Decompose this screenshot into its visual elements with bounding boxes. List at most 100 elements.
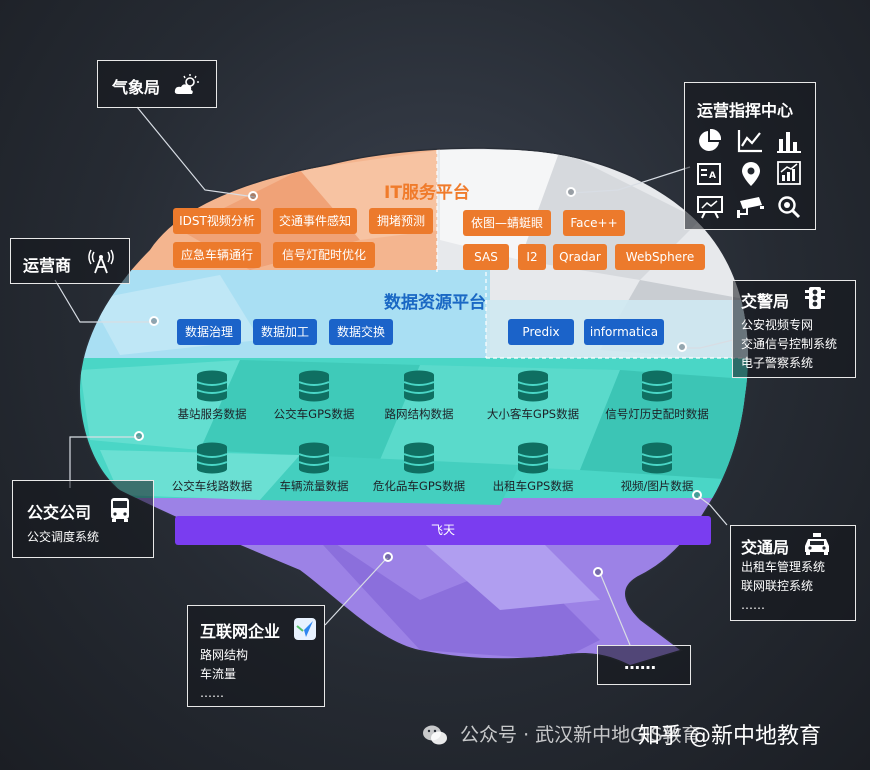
map-app-icon <box>294 618 316 640</box>
callout-line: 电子警察系统 <box>741 356 814 370</box>
connector-operator <box>54 279 155 323</box>
connection-node <box>692 490 702 500</box>
database-item: 公交车线路数据 <box>152 442 272 494</box>
it-item: Face++ <box>563 210 625 236</box>
facet <box>300 520 600 660</box>
data-platform-item: 数据加工 <box>253 319 317 345</box>
database-label: 信号灯历史配时数据 <box>605 407 709 421</box>
watermark-wechat: 公众号 · 武汉新中地GIS教育 <box>460 724 701 746</box>
watermark: 公众号 · 武汉新中地GIS教育 <box>422 720 701 747</box>
database-item: 信号灯历史配时数据 <box>597 370 717 422</box>
data-platform-item: informatica <box>584 319 664 345</box>
search-icon <box>778 196 801 219</box>
connection-node <box>677 342 687 352</box>
watermark-zhihu: 知乎 @新中地教育 <box>638 724 821 749</box>
callout-title: 气象局 <box>112 78 161 97</box>
database-icon <box>641 442 673 474</box>
bar-chart-icon <box>777 132 801 153</box>
database-label: 公交车GPS数据 <box>273 407 355 421</box>
callout-title: 公交公司 <box>27 503 92 522</box>
it-item: I2 <box>518 244 546 270</box>
callout-lines: 路网结构 车流量 …… <box>200 646 248 703</box>
cloud-sun-icon <box>174 74 199 94</box>
callout-line: 路网结构 <box>200 648 249 662</box>
database-icon <box>196 370 228 402</box>
callout-lines: 公安视频专网 交通信号控制系统 电子警察系统 <box>741 316 837 373</box>
connection-node <box>149 316 159 326</box>
svg-text:A: A <box>709 171 716 181</box>
callout-more: …… <box>597 645 691 685</box>
map-pin-icon <box>742 162 760 186</box>
line-chart-icon <box>737 130 762 153</box>
traffic-light-icon <box>805 287 825 309</box>
presentation-icon <box>697 196 723 219</box>
data-platform-title: 数据资源平台 <box>384 293 486 313</box>
it-item: SAS <box>463 244 509 270</box>
it-platform-title: IT服务平台 <box>384 183 470 203</box>
database-item: 大小客车GPS数据 <box>473 370 593 422</box>
callout-line: 车流量 <box>200 667 237 681</box>
connection-node <box>566 187 576 197</box>
data-platform-item: 数据治理 <box>177 319 241 345</box>
id-card-icon: A <box>697 163 721 185</box>
callout-title: 运营指挥中心 <box>697 101 794 120</box>
bus-icon <box>111 498 129 522</box>
connection-node <box>134 431 144 441</box>
database-label: 公交车线路数据 <box>171 479 253 493</box>
pie-chart-icon <box>699 129 721 151</box>
callout-line: 交通信号控制系统 <box>741 337 838 351</box>
connector-transport <box>697 495 728 526</box>
it-item: 信号灯配时优化 <box>273 242 375 268</box>
connector-weather <box>136 106 256 198</box>
database-icon <box>517 370 549 402</box>
data-platform-item: 数据交换 <box>329 319 393 345</box>
it-item: WebSphere <box>615 244 705 270</box>
callout-title: …… <box>624 654 656 673</box>
database-label: 出租车GPS数据 <box>492 479 574 493</box>
connector-police <box>683 339 734 349</box>
database-item: 公交车GPS数据 <box>254 370 374 422</box>
callout-lines: 出租车管理系统 联网联控系统 …… <box>741 558 825 615</box>
facet <box>580 370 749 480</box>
callout-police: 交警局 公安视频专网 交通信号控制系统 电子警察系统 <box>732 280 856 378</box>
database-icon <box>403 370 435 402</box>
database-icon <box>403 442 435 474</box>
callout-line: 公安视频专网 <box>741 318 814 332</box>
callout-title: 互联网企业 <box>200 622 281 641</box>
callout-title: 交警局 <box>741 292 790 311</box>
it-item: Qradar <box>553 244 607 270</box>
it-item: 依图—蜻蜓眼 <box>463 210 551 236</box>
database-icon <box>298 442 330 474</box>
callout-line: 联网联控系统 <box>741 579 814 593</box>
taxi-icon <box>805 533 829 555</box>
database-item: 基站服务数据 <box>152 370 272 422</box>
database-icon <box>298 370 330 402</box>
it-item: 应急车辆通行 <box>173 242 261 268</box>
connection-node <box>248 191 258 201</box>
database-label: 视频/图片数据 <box>620 479 694 493</box>
database-label: 危化品车GPS数据 <box>372 479 466 493</box>
callout-internet: 互联网企业 路网结构 车流量 …… <box>187 605 325 707</box>
connector-more <box>599 572 631 646</box>
connection-node <box>593 567 603 577</box>
data-platform-item: Predix <box>508 319 574 345</box>
callout-line: …… <box>741 598 765 612</box>
database-item: 视频/图片数据 <box>597 442 717 494</box>
callout-operator: 运营商 <box>10 238 130 284</box>
callout-ops-center: 运营指挥中心 A <box>684 82 816 230</box>
database-item: 危化品车GPS数据 <box>359 442 479 494</box>
database-item: 路网结构数据 <box>359 370 479 422</box>
database-label: 车辆流量数据 <box>279 479 349 493</box>
database-item: 出租车GPS数据 <box>473 442 593 494</box>
it-item: 拥堵预测 <box>369 208 433 234</box>
callout-line: 公交调度系统 <box>27 530 100 544</box>
it-item: IDST视频分析 <box>173 208 261 234</box>
callout-line: 出租车管理系统 <box>741 560 826 574</box>
antenna-icon <box>88 249 114 274</box>
database-label: 路网结构数据 <box>384 407 454 421</box>
callout-weather: 气象局 <box>97 60 217 108</box>
database-icon <box>196 442 228 474</box>
callout-title: 运营商 <box>23 256 72 275</box>
feitian-bar: 飞天 <box>175 516 711 545</box>
